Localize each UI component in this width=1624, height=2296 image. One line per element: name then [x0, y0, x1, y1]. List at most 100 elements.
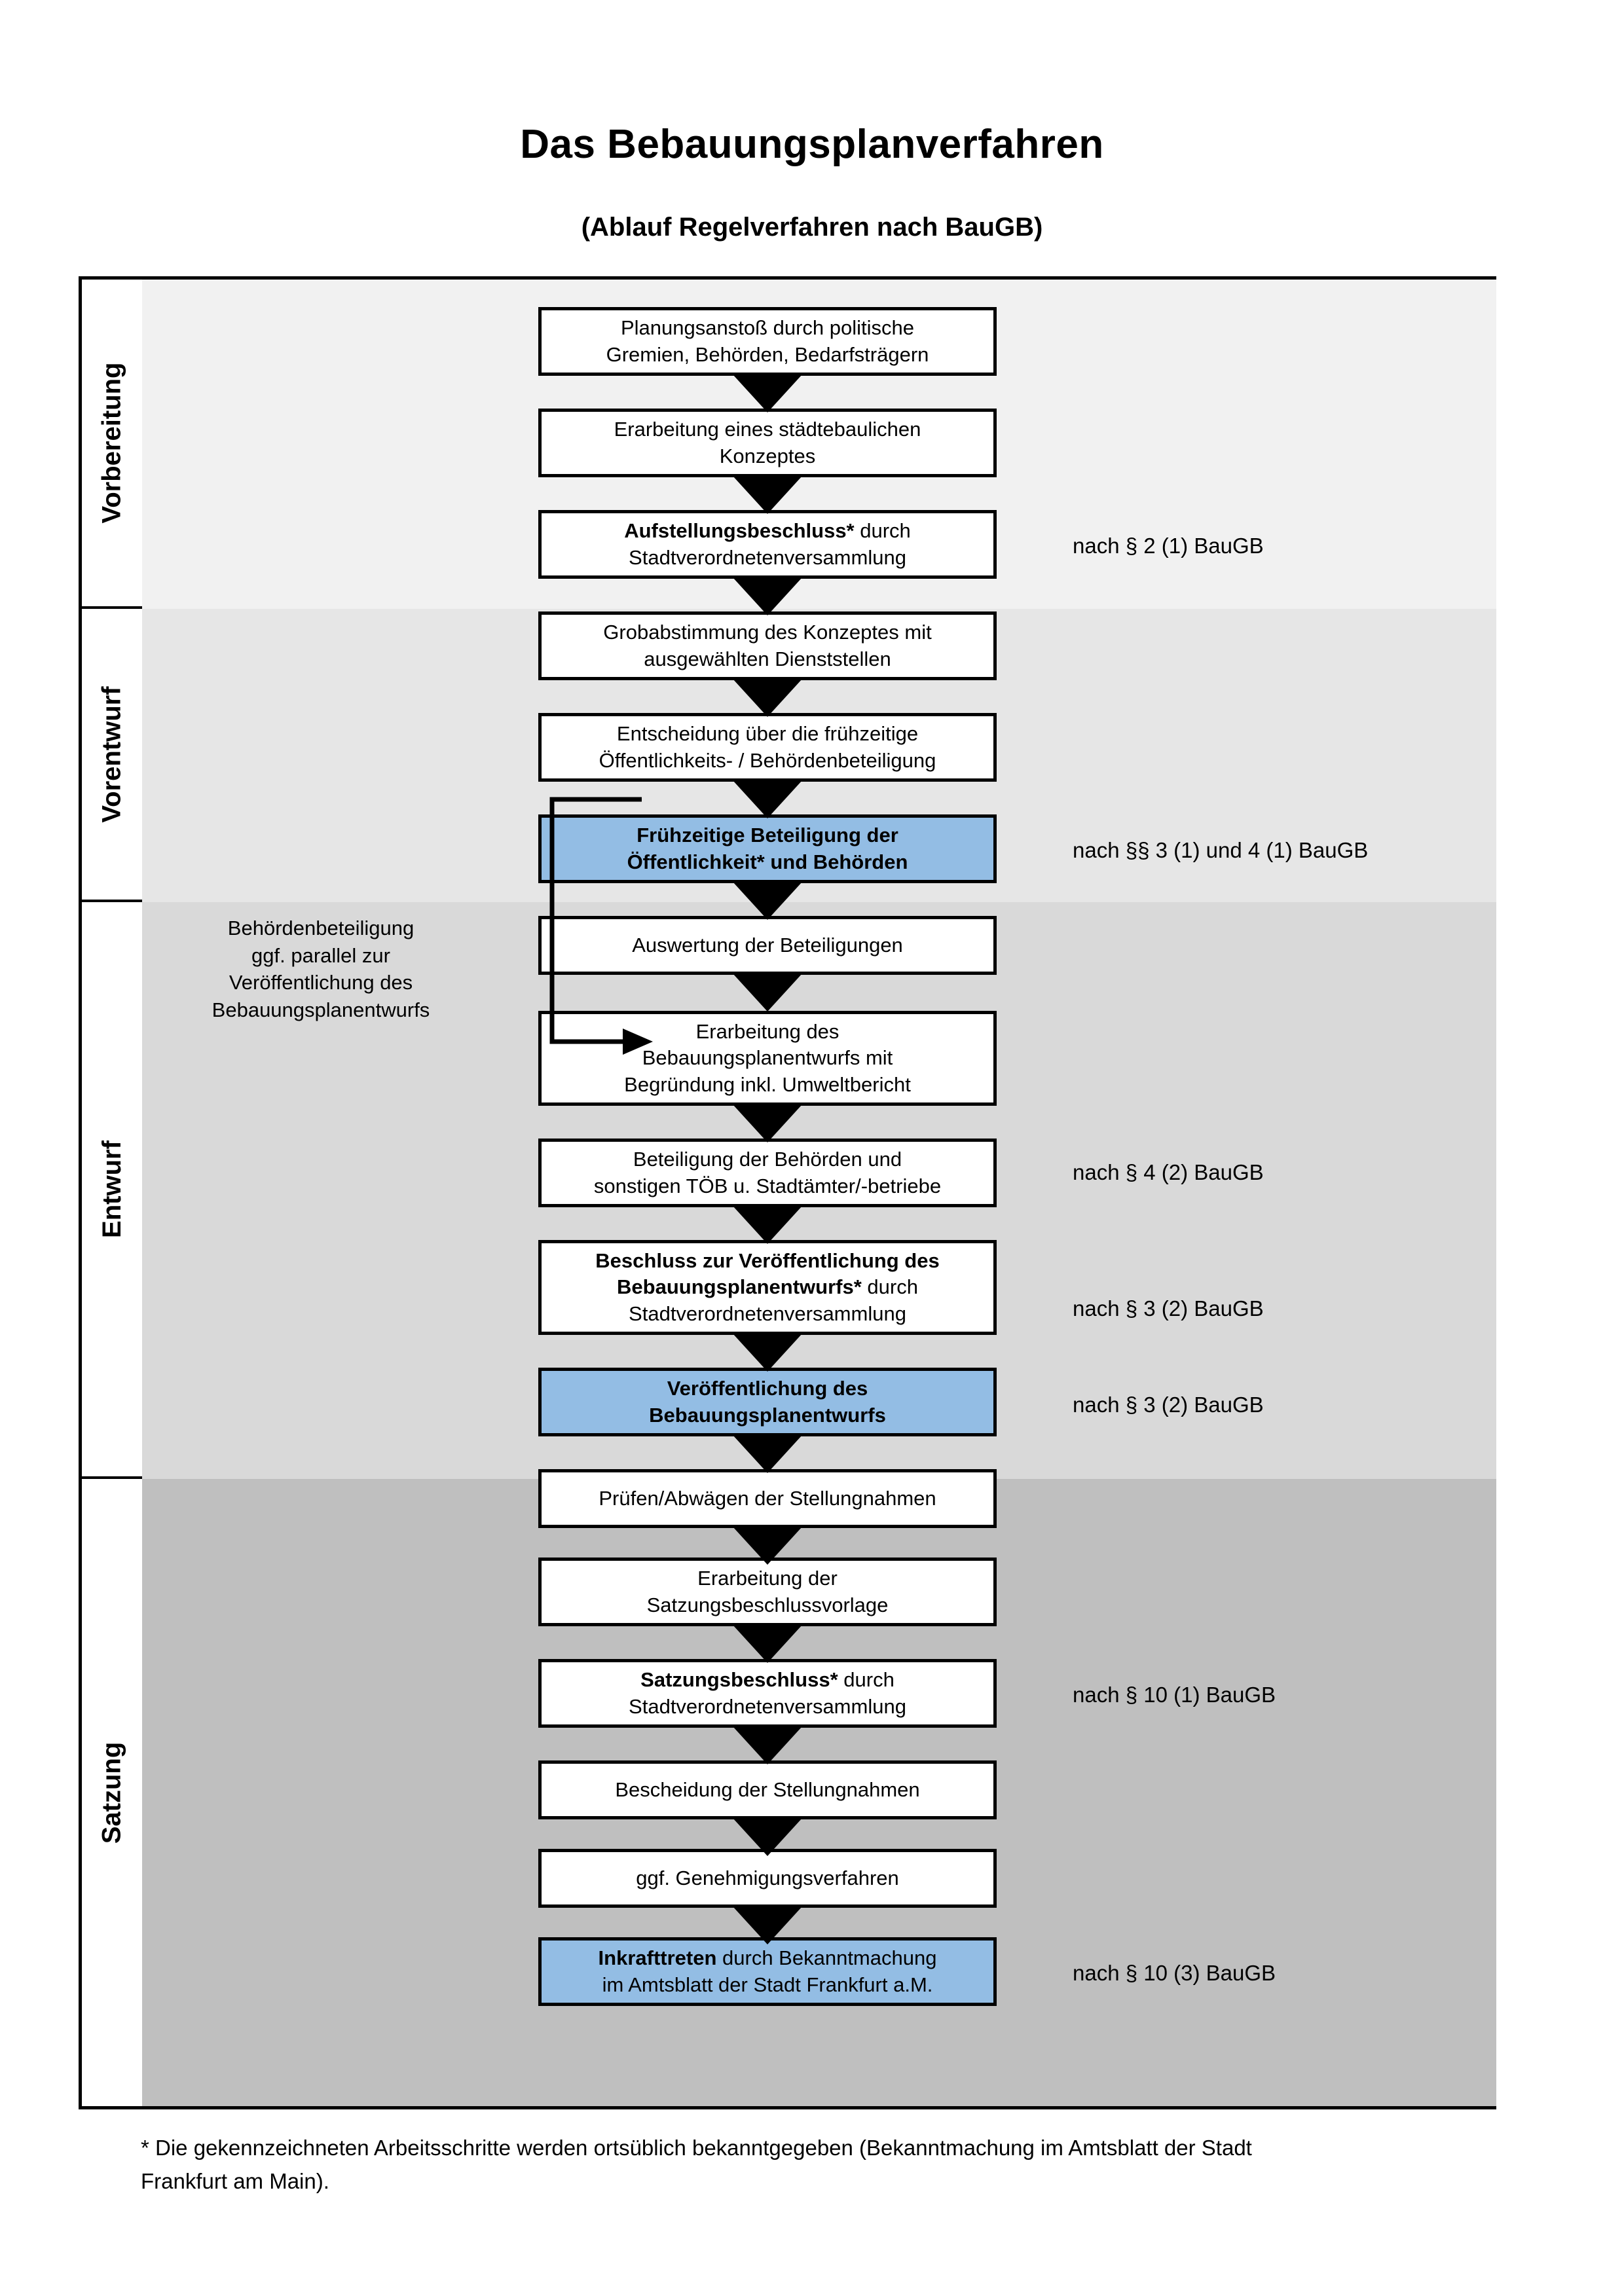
phase-label-satzung: Satzung [97, 1741, 126, 1844]
flow-arrow-down [733, 1206, 802, 1244]
legal-ref-3-2-b: nach § 3 (2) BauGB [1073, 1393, 1264, 1417]
flow-arrow-down [733, 1906, 802, 1944]
step-box-auswertung-beteiligungen[interactable]: Auswertung der Beteiligungen [538, 916, 997, 975]
flow-arrow-down [733, 780, 802, 818]
flowchart-frame: Vorbereitung Vorentwurf Entwurf Satzung … [79, 276, 1496, 2109]
step-line-bold: Inkrafttreten [598, 1946, 717, 1970]
flow-arrow-down [733, 1818, 802, 1856]
footnote: * Die gekennzeichneten Arbeitsschritte w… [141, 2131, 1516, 2198]
step-line: Stadtverordnetenversammlung [629, 1302, 906, 1325]
parallel-process-connector [549, 797, 653, 1055]
step-line-bold: Bebauungsplanentwurfs* [617, 1275, 862, 1299]
flow-arrow-down [733, 679, 802, 717]
step-box-satzungsbeschluss[interactable]: Satzungsbeschluss* durch Stadtverordnete… [538, 1659, 997, 1728]
step-line: Erarbeitung des [695, 1020, 840, 1044]
phase-label-entwurf: Entwurf [97, 1140, 126, 1238]
flow-arrow-down [733, 1435, 802, 1473]
step-box-bescheidung-stellungnahmen[interactable]: Bescheidung der Stellungnahmen [538, 1760, 997, 1819]
flow-arrow-down [733, 1527, 802, 1565]
step-line: Stadtverordnetenversammlung [629, 545, 906, 569]
side-note-line-2: ggf. parallel zur [251, 943, 390, 967]
step-box-entscheidung-fruehzeitige[interactable]: Entscheidung über die frühzeitige Öffent… [538, 713, 997, 782]
page-title: Das Bebauungsplanverfahren [520, 122, 1104, 167]
flow-arrow-down [733, 1625, 802, 1663]
step-line: Entscheidung über die frühzeitige [616, 722, 919, 746]
step-box-fruehzeitige-beteiligung[interactable]: Frühzeitige Beteiligung der Öffentlichke… [538, 814, 997, 883]
phase-label-vorentwurf: Vorentwurf [97, 685, 126, 823]
step-line: ausgewählten Dienststellen [644, 647, 891, 670]
step-line-bold: Satzungsbeschluss* [640, 1668, 838, 1692]
step-box-satzungsbeschlussvorlage[interactable]: Erarbeitung der Satzungsbeschlussvorlage [538, 1558, 997, 1626]
step-box-veroeffentlichung-bplanentwurf[interactable]: Veröffentlichung des Bebauungsplanentwur… [538, 1368, 997, 1436]
step-line-rest: durch [854, 519, 911, 543]
phase-cell-entwurf: Entwurf [82, 902, 142, 1479]
step-box-erarbeitung-bplanentwurf[interactable]: Erarbeitung des Bebauungsplanentwurfs mi… [538, 1011, 997, 1106]
step-line: Beschluss zur Veröffentlichung des [595, 1249, 940, 1273]
step-line: sonstigen TÖB u. Stadtämter/-betriebe [593, 1174, 942, 1197]
step-box-staedtebauliches-konzept[interactable]: Erarbeitung eines städtebaulichen Konzep… [538, 409, 997, 477]
footnote-line-1: * Die gekennzeichneten Arbeitsschritte w… [141, 2136, 1252, 2160]
flow-arrow-down [733, 1334, 802, 1372]
step-line: Grobabstimmung des Konzeptes mit [603, 621, 932, 644]
legal-ref-3-1-4-1: nach §§ 3 (1) und 4 (1) BauGB [1073, 838, 1369, 862]
step-box-planungsanstoss[interactable]: Planungsanstoß durch politische Gremien,… [538, 307, 997, 376]
step-line: Frühzeitige Beteiligung der [637, 824, 898, 847]
step-line-rest: durch Bekanntmachung [716, 1946, 937, 1970]
step-line: Erarbeitung der [697, 1567, 838, 1590]
flow-arrow-down [733, 1104, 802, 1142]
legal-ref-2-1: nach § 2 (1) BauGB [1073, 534, 1264, 558]
legal-ref-3-2-a: nach § 3 (2) BauGB [1073, 1296, 1264, 1321]
flow-arrow-down [733, 577, 802, 615]
step-line-rest: durch [838, 1668, 895, 1692]
side-note-line-1: Behördenbeteiligung [227, 917, 415, 939]
flow-arrow-down [733, 374, 802, 412]
side-note-line-4: Bebauungsplanentwurfs [212, 998, 430, 1021]
step-line: Gremien, Behörden, Bedarfsträgern [606, 342, 929, 366]
footnote-line-2: Frankfurt am Main). [141, 2169, 329, 2194]
step-box-beschluss-veroeffentlichung[interactable]: Beschluss zur Veröffentlichung des Bebau… [538, 1240, 997, 1335]
step-box-aufstellungsbeschluss[interactable]: Aufstellungsbeschluss* durch Stadtverord… [538, 510, 997, 579]
step-line: Inkrafttreten durch Bekanntmachung [548, 1945, 987, 1971]
step-line: Auswertung der Beteiligungen [632, 933, 903, 957]
phase-cell-vorbereitung: Vorbereitung [82, 280, 142, 609]
step-line: Erarbeitung eines städtebaulichen [614, 418, 921, 441]
step-line: Veröffentlichung des [667, 1377, 868, 1400]
flow-arrow-down [733, 476, 802, 514]
legal-ref-4-2: nach § 4 (2) BauGB [1073, 1160, 1264, 1184]
step-line: Planungsanstoß durch politische [620, 316, 915, 340]
step-line: Prüfen/Abwägen der Stellungnahmen [599, 1486, 936, 1510]
legal-ref-10-3: nach § 10 (3) BauGB [1073, 1961, 1276, 1985]
phase-label-column: Vorbereitung Vorentwurf Entwurf Satzung [82, 280, 142, 2106]
step-line: Begründung inkl. Umweltbericht [624, 1072, 911, 1096]
page-subtitle: (Ablauf Regelverfahren nach BauGB) [581, 213, 1043, 242]
step-line: Bebauungsplanentwurfs mit [642, 1046, 893, 1070]
step-line: Satzungsbeschluss* durch [548, 1667, 987, 1693]
step-box-pruefen-abwaegen[interactable]: Prüfen/Abwägen der Stellungnahmen [538, 1469, 997, 1528]
step-line: Bebauungsplanentwurfs [649, 1403, 886, 1427]
step-line: Öffentlichkeits- / Behördenbeteiligung [599, 748, 936, 772]
step-line-rest: durch [861, 1275, 918, 1299]
side-note-behoerdenbeteiligung: Behördenbeteiligung ggf. parallel zur Ve… [167, 915, 475, 1023]
step-box-grobabstimmung[interactable]: Grobabstimmung des Konzeptes mit ausgewä… [538, 611, 997, 680]
step-line: Aufstellungsbeschluss* durch [548, 518, 987, 544]
step-line: Stadtverordnetenversammlung [629, 1694, 906, 1718]
step-line: Öffentlichkeit* und Behörden [627, 850, 908, 873]
step-line: ggf. Genehmigungsverfahren [636, 1866, 899, 1889]
step-box-inkrafttreten[interactable]: Inkrafttreten durch Bekanntmachung im Am… [538, 1937, 997, 2006]
step-line: Beteiligung der Behörden und [633, 1148, 902, 1171]
step-line-bold: Aufstellungsbeschluss* [624, 519, 855, 543]
step-box-genehmigungsverfahren[interactable]: ggf. Genehmigungsverfahren [538, 1849, 997, 1908]
side-note-line-3: Veröffentlichung des [229, 971, 413, 994]
flow-arrow-down [733, 882, 802, 920]
step-box-beteiligung-behoerden-toeb[interactable]: Beteiligung der Behörden und sonstigen T… [538, 1139, 997, 1207]
phase-cell-satzung: Satzung [82, 1479, 142, 2106]
step-line: Bebauungsplanentwurfs* durch [548, 1274, 987, 1300]
phase-label-vorbereitung: Vorbereitung [97, 362, 126, 524]
step-line: Konzeptes [719, 444, 816, 467]
step-line: Bescheidung der Stellungnahmen [615, 1777, 920, 1801]
legal-ref-10-1: nach § 10 (1) BauGB [1073, 1683, 1276, 1707]
flow-arrow-down [733, 974, 802, 1011]
step-line: Satzungsbeschlussvorlage [646, 1593, 889, 1616]
flow-arrow-down [733, 1726, 802, 1764]
